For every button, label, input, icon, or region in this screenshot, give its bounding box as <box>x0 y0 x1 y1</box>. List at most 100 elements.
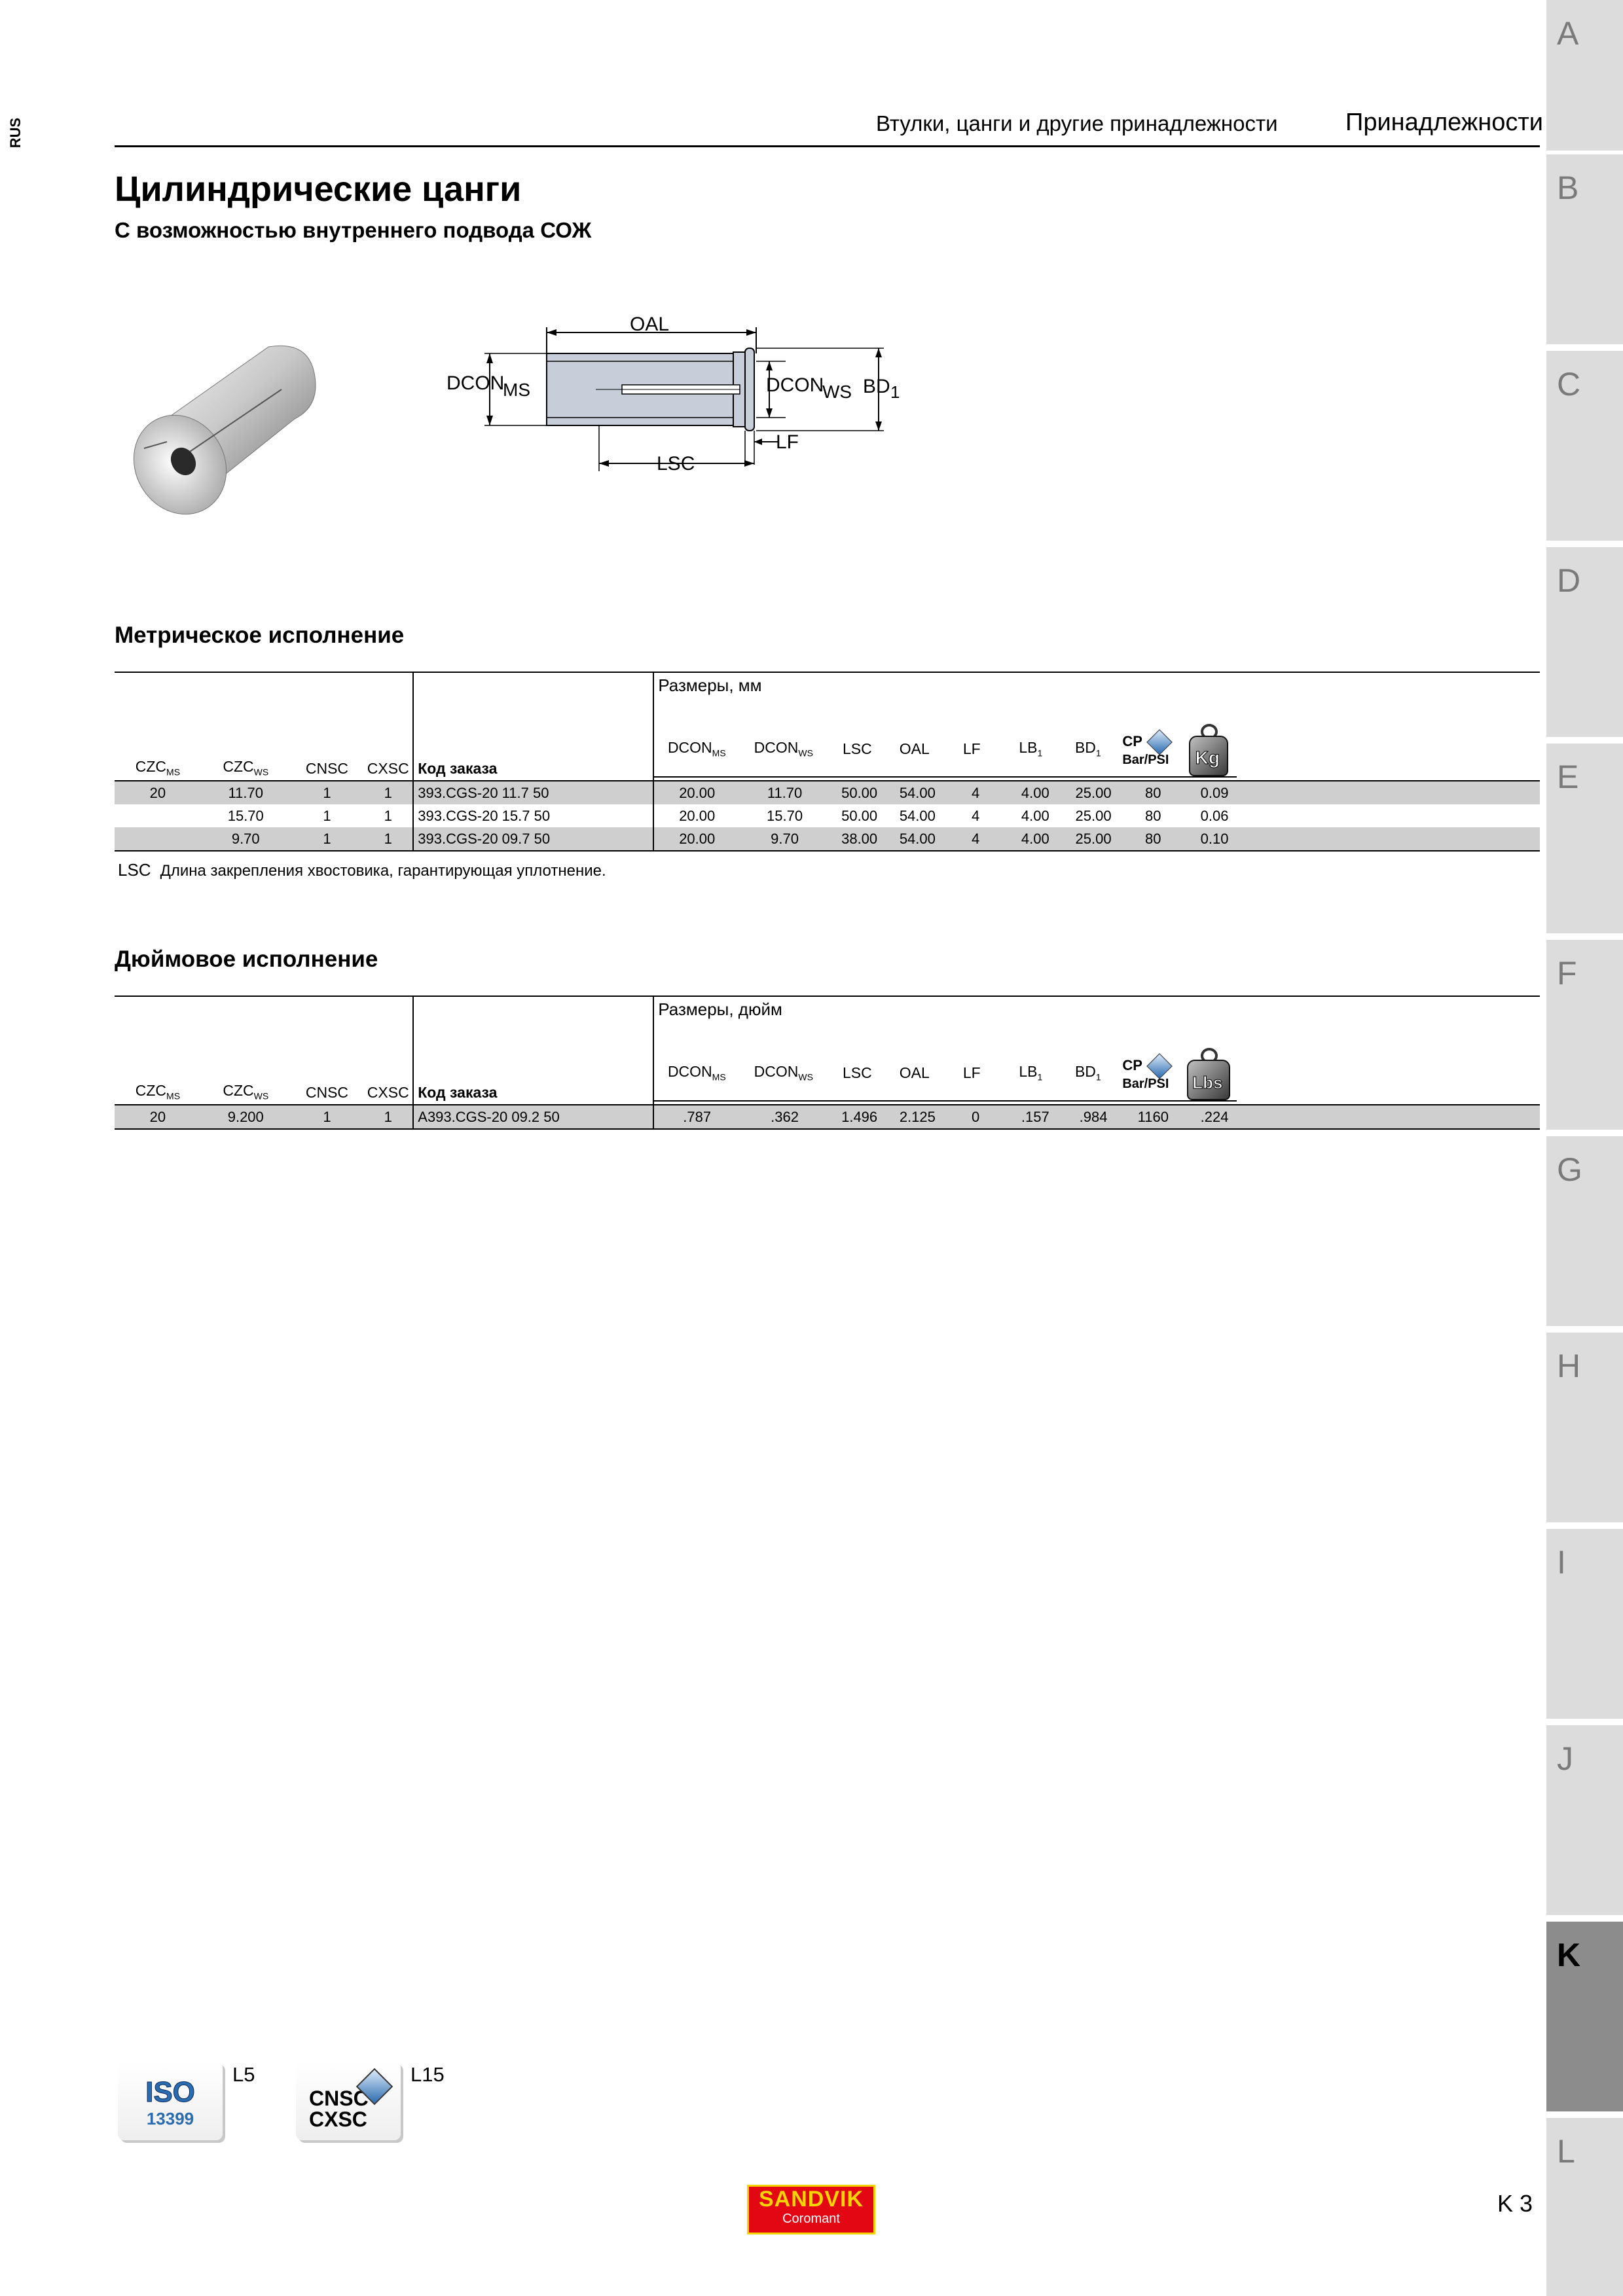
page-number: K 3 <box>1497 2190 1533 2217</box>
header-rule <box>115 145 1540 147</box>
tab-b[interactable]: B <box>1546 154 1623 344</box>
tab-label: C <box>1557 366 1581 403</box>
cnsc-cxsc-icon: CNSC CXSC <box>296 2062 401 2140</box>
page-title: Цилиндрические цанги <box>115 170 522 209</box>
label-dcon-ms: DCON <box>447 372 504 394</box>
coolant-pressure-icon: CP Bar/PSI <box>1116 724 1178 778</box>
header-section: Втулки, цанги и другие принадлежности <box>876 111 1278 135</box>
col-lb1: LB1 <box>1001 1048 1061 1102</box>
kg-label: Kg <box>1195 747 1220 768</box>
footnote-key: LSC <box>118 860 151 880</box>
col-dcon-ws: DCONWS <box>739 1048 828 1102</box>
tab-g[interactable]: G <box>1546 1136 1623 1326</box>
col-czc-ms: CZCMS <box>115 996 201 1105</box>
col-lf: LF <box>942 1048 1002 1102</box>
weight-kg-icon: Kg <box>1178 724 1237 778</box>
col-oal: OAL <box>886 1048 943 1102</box>
col-cnsc: CNSC <box>290 672 364 781</box>
dimension-drawing: OAL DCON MS DCON WS BD 1 <box>447 314 900 475</box>
tab-k[interactable]: K <box>1546 1922 1623 2111</box>
col-dcon-ws: DCONWS <box>739 724 828 778</box>
col-bd1: BD1 <box>1060 724 1116 778</box>
tab-label: L <box>1557 2133 1575 2170</box>
tab-label: G <box>1557 1151 1582 1188</box>
collet-photo <box>133 345 316 515</box>
col-cxsc: CXSC <box>363 996 414 1105</box>
col-bd1: BD1 <box>1060 1048 1116 1102</box>
label-dcon-ms-sub: MS <box>503 380 530 400</box>
inch-group-label: Размеры, дюйм <box>658 999 782 1019</box>
weight-lbs-icon: Lbs <box>1178 1048 1237 1102</box>
footnote-text: Длина закрепления хвостовика, гарантирую… <box>160 862 606 880</box>
metric-group-label: Размеры, мм <box>658 675 762 695</box>
label-lf: LF <box>776 431 799 453</box>
col-dcon-ms: DCONMS <box>654 724 740 778</box>
tab-c[interactable]: C <box>1546 351 1623 541</box>
language-tag: RUS <box>7 117 24 149</box>
cp-label: CP <box>1122 1056 1142 1073</box>
tab-label: A <box>1557 15 1579 52</box>
chapter-tabs: A B C D E F G H I J K L <box>1546 0 1623 2296</box>
tab-label: F <box>1557 955 1577 992</box>
iso-13399-icon: ISO 13399 <box>118 2062 223 2140</box>
tab-label: E <box>1557 759 1579 795</box>
tab-label: B <box>1557 170 1579 206</box>
metric-footnote: LSC Длина закрепления хвостовика, гаранти… <box>118 860 606 880</box>
iso-number: 13399 <box>146 2109 194 2128</box>
tab-l[interactable]: L <box>1546 2118 1623 2296</box>
inch-table: CZCMS CZCWS CNSC CXSC Код заказа Размеры… <box>115 996 1540 1130</box>
bar-psi-label: Bar/PSI <box>1122 752 1169 767</box>
col-order-code: Код заказа <box>412 996 654 1105</box>
cp-label: CP <box>1122 732 1142 749</box>
tab-label: I <box>1557 1544 1566 1581</box>
label-dcon-ws: DCON <box>766 374 824 396</box>
tab-e[interactable]: E <box>1546 744 1623 933</box>
tab-i[interactable]: I <box>1546 1529 1623 1719</box>
tab-label: J <box>1557 1740 1573 1777</box>
col-lb1: LB1 <box>1001 724 1061 778</box>
col-czc-ws: CZCWS <box>200 672 291 781</box>
tab-a[interactable]: A <box>1546 0 1623 151</box>
brand-sub: Coromant <box>782 2212 840 2226</box>
col-cxsc: CXSC <box>363 672 414 781</box>
label-oal: OAL <box>630 314 669 335</box>
label-bd: BD <box>863 376 890 397</box>
cnsc-label: CNSC <box>309 2087 369 2110</box>
col-dcon-ms: DCONMS <box>654 1048 740 1102</box>
iso-ref: L5 <box>232 2063 255 2086</box>
tab-d[interactable]: D <box>1546 547 1623 737</box>
tab-j[interactable]: J <box>1546 1725 1623 1915</box>
coolant-pressure-icon: CP Bar/PSI <box>1116 1048 1178 1102</box>
col-lf: LF <box>942 724 1002 778</box>
label-dcon-ws-sub: WS <box>822 382 852 402</box>
metric-section-title: Метрическое исполнение <box>115 622 405 648</box>
tab-f[interactable]: F <box>1546 940 1623 1130</box>
col-order-code: Код заказа <box>412 672 654 781</box>
col-cnsc: CNSC <box>290 996 364 1105</box>
label-lsc: LSC <box>657 453 695 475</box>
tab-label: H <box>1557 1348 1581 1384</box>
sandvik-logo: SANDVIK Coromant <box>747 2185 875 2234</box>
tab-label: D <box>1557 562 1581 599</box>
cnsc-ref: L15 <box>410 2063 445 2086</box>
cxsc-label: CXSC <box>309 2108 367 2131</box>
tab-label: K <box>1557 1937 1581 1973</box>
page-subtitle: С возможностью внутреннего подвода СОЖ <box>115 218 592 242</box>
col-lsc: LSC <box>828 1048 887 1102</box>
tab-h[interactable]: H <box>1546 1333 1623 1522</box>
inch-section-title: Дюймовое исполнение <box>115 946 378 972</box>
col-czc-ws: CZCWS <box>200 996 291 1105</box>
header-chapter: Принадлежности <box>1345 109 1544 136</box>
brand-name: SANDVIK <box>758 2187 864 2212</box>
col-lsc: LSC <box>828 724 887 778</box>
col-czc-ms: CZCMS <box>115 672 201 781</box>
metric-table: CZCMS CZCWS CNSC CXSC Код заказа Размеры… <box>115 672 1540 852</box>
label-bd-sub: 1 <box>890 382 900 402</box>
iso-label: ISO <box>145 2076 196 2109</box>
lbs-label: Lbs <box>1192 1073 1223 1093</box>
bar-psi-label: Bar/PSI <box>1122 1076 1169 1091</box>
col-oal: OAL <box>886 724 943 778</box>
